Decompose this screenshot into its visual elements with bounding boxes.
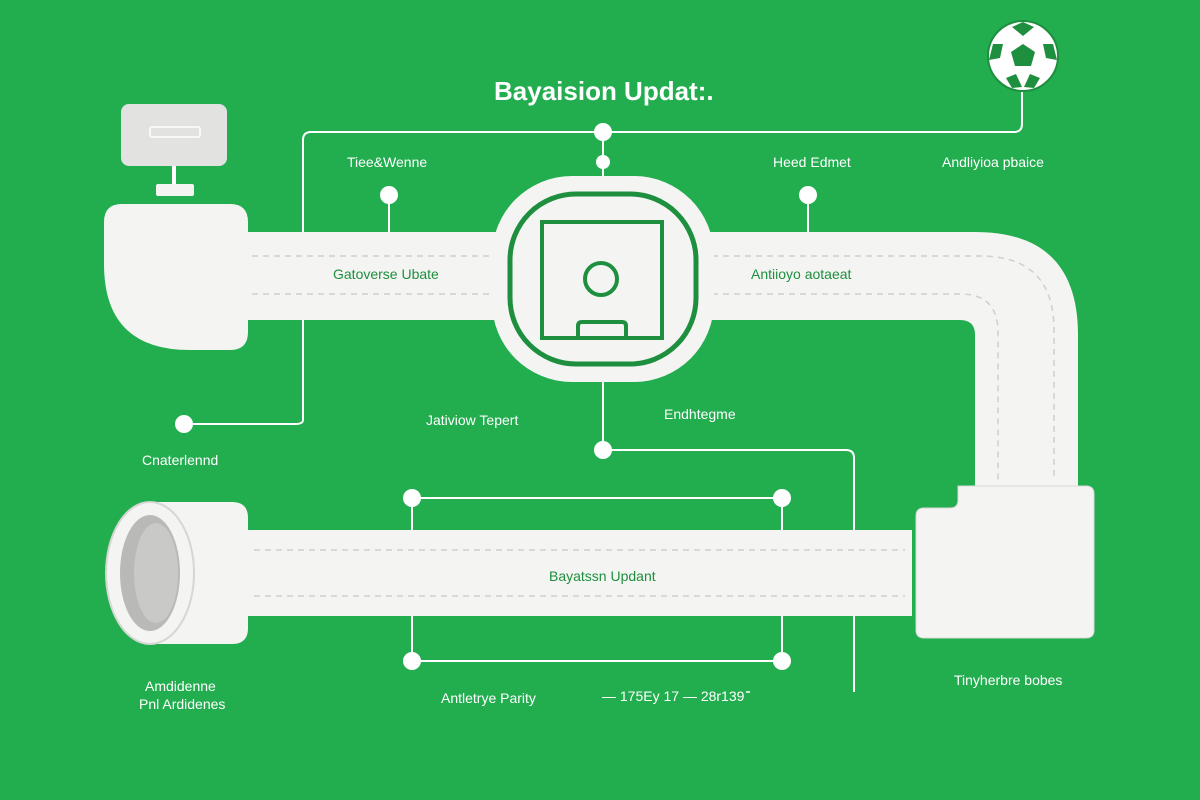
label-lower-pipe: Bayatssn Updant — [549, 568, 656, 584]
node — [403, 652, 421, 670]
label-mid-right: Endhtegme — [664, 406, 736, 422]
connector-left-down — [184, 419, 304, 425]
label-bottom-left-2: Pnl Ardidenes — [139, 696, 226, 712]
connector-right-loop — [603, 449, 855, 692]
monitor-icon — [121, 104, 227, 196]
label-upper-pipe-left: Gatoverse Ubate — [333, 266, 439, 282]
node — [773, 489, 791, 507]
node — [596, 155, 610, 169]
node — [594, 123, 612, 141]
label-top-mid-right: Heed Edmet — [773, 154, 851, 170]
node — [773, 652, 791, 670]
pipe-lower-right-joint — [915, 485, 1095, 639]
soccer-ball-icon — [987, 20, 1059, 92]
lower-pipe — [105, 485, 1095, 645]
label-bottom-range: — 175Ey 17 — 28r139 — [600, 688, 747, 704]
central-hub — [492, 176, 714, 382]
connector-nodes — [175, 123, 817, 670]
label-bottom-left-1: Amdidenne — [145, 678, 216, 694]
label-upper-pipe-right: Antiioyo aotaeat — [751, 266, 852, 282]
label-bottom-mid: Antletrye Parity — [441, 690, 536, 706]
connector-bracket-top — [411, 497, 783, 530]
node — [594, 441, 612, 459]
label-mid-left: Jativiow Tepert — [426, 412, 519, 428]
node — [175, 415, 193, 433]
diagram-title: Bayaision Updat:. — [494, 76, 714, 106]
pipe-elbow — [960, 232, 1078, 486]
connector-top-loop — [302, 92, 1023, 420]
label-left-side: Cnaterlennd — [142, 452, 219, 468]
upper-pipe — [104, 204, 1078, 486]
label-top-right: Andliyioa pbaice — [942, 154, 1044, 170]
label-top-left: Tiee&Wenne — [347, 154, 428, 170]
label-bottom-right: Tinyherbre bobes — [954, 672, 1063, 688]
connector-lines — [172, 92, 1023, 693]
node — [380, 186, 398, 204]
node — [403, 489, 421, 507]
pipe-left-cap — [104, 204, 248, 350]
connector-bracket-bottom — [411, 616, 783, 662]
node — [799, 186, 817, 204]
soccer-field-icon — [540, 220, 664, 340]
